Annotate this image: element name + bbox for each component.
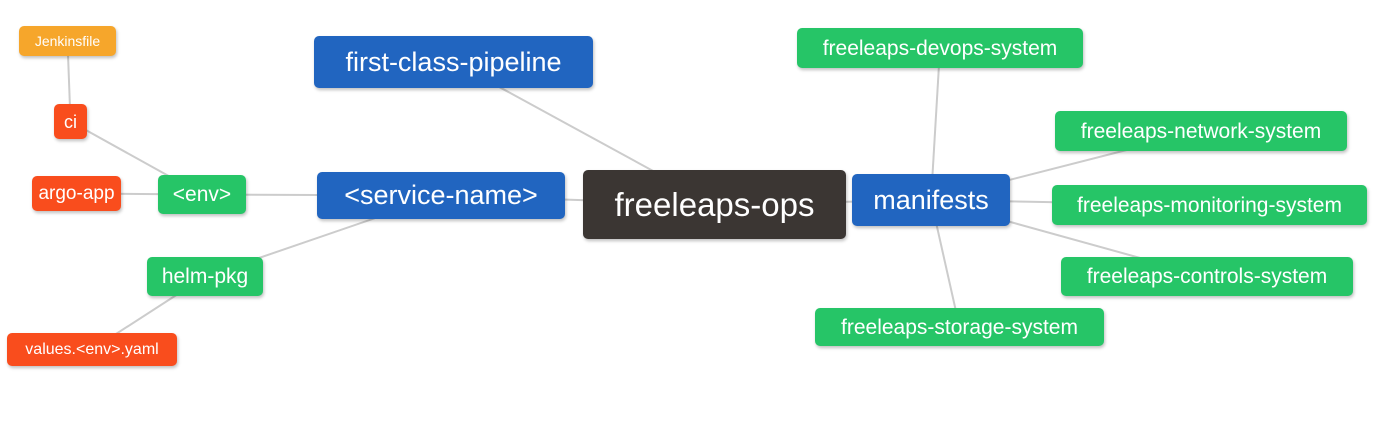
node-label: argo-app [38, 183, 115, 204]
node-label: freeleaps-monitoring-system [1077, 193, 1342, 217]
node-label: freeleaps-controls-system [1086, 265, 1328, 288]
node-label: values.<env>.yaml [25, 340, 159, 358]
node-freeleaps-monitoring-system[interactable]: freeleaps-monitoring-system [1052, 185, 1367, 225]
node-label: <env> [172, 183, 232, 206]
node-freeleaps-ops[interactable]: freeleaps-ops [583, 170, 846, 239]
node-env[interactable]: <env> [158, 175, 246, 214]
node-label: freeleaps-storage-system [841, 315, 1078, 339]
node-label: <service-name> [344, 180, 538, 210]
node-label: ci [64, 111, 77, 132]
node-label: Jenkinsfile [34, 33, 101, 49]
node-label: manifests [873, 184, 989, 215]
node-values-env-yaml[interactable]: values.<env>.yaml [7, 333, 177, 366]
node-freeleaps-devops-system[interactable]: freeleaps-devops-system [797, 28, 1083, 68]
node-label: freeleaps-network-system [1080, 119, 1322, 143]
node-helm-pkg[interactable]: helm-pkg [147, 257, 263, 296]
node-jenkinsfile[interactable]: Jenkinsfile [19, 26, 116, 56]
node-label: freeleaps-devops-system [822, 36, 1058, 60]
node-freeleaps-network-system[interactable]: freeleaps-network-system [1055, 111, 1347, 151]
node-service-name[interactable]: <service-name> [317, 172, 565, 219]
node-freeleaps-storage-system[interactable]: freeleaps-storage-system [815, 308, 1104, 346]
node-first-class-pipeline[interactable]: first-class-pipeline [314, 36, 593, 88]
node-label: freeleaps-ops [614, 186, 815, 223]
node-ci[interactable]: ci [54, 104, 87, 139]
node-label: helm-pkg [161, 265, 249, 288]
node-argo-app[interactable]: argo-app [32, 176, 121, 211]
node-freeleaps-controls-system[interactable]: freeleaps-controls-system [1061, 257, 1353, 296]
node-label: first-class-pipeline [345, 46, 562, 77]
node-manifests[interactable]: manifests [852, 174, 1010, 226]
